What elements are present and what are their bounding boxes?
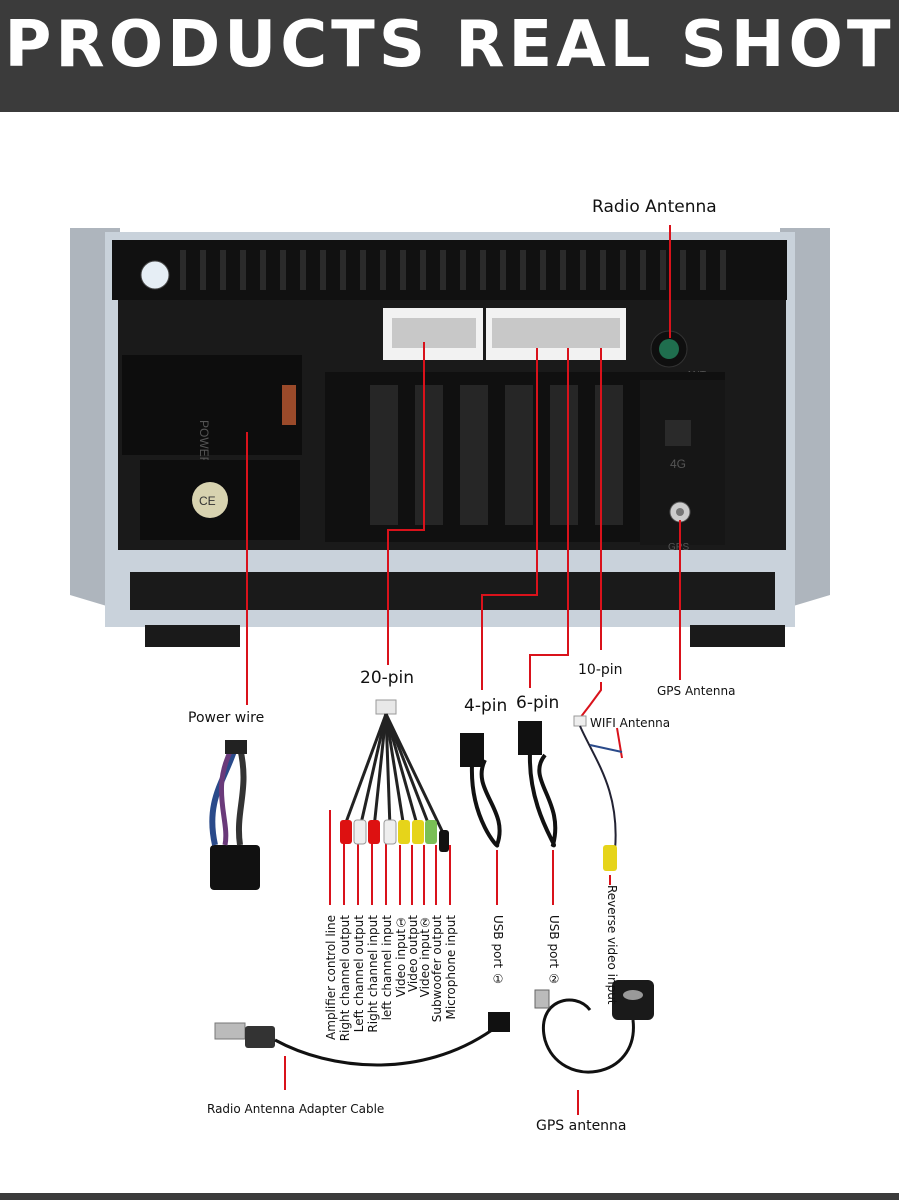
harness-line-label: Left channel output (352, 915, 366, 1033)
leader-lines (246, 225, 681, 1115)
power-wire-harness (209, 740, 260, 890)
footer-bar (0, 1193, 899, 1200)
svg-text:GPS: GPS (668, 542, 689, 553)
gps-antenna-label: GPS antenna (536, 1118, 627, 1134)
header-banner: PRODUCTS REAL SHOT (0, 0, 899, 112)
gps-antenna (534, 980, 654, 1074)
svg-text:POWER: POWER (197, 420, 211, 466)
gps-antenna-port-label: GPS Antenna (657, 684, 736, 698)
harness-line-label: Subwoofer output (430, 915, 444, 1023)
harness-line-label: Right channel input (366, 915, 380, 1033)
svg-text:4G: 4G (670, 457, 686, 471)
pin20-label: 20-pin (360, 668, 415, 688)
pin4-label: 4-pin (464, 696, 508, 716)
ten-pin-cable (573, 715, 623, 871)
usb-port-1-label: USB port ① (491, 915, 505, 986)
harness-line-label: left channel input (380, 915, 394, 1021)
radio-antenna-label: Radio Antenna (592, 197, 717, 217)
wifi-antenna-label: WIFI Antenna (590, 716, 671, 730)
usb-port-2-label: USB port ② (547, 915, 561, 986)
usb-cables (460, 721, 558, 848)
head-unit: POWER CE ANT 4G GPS (70, 228, 830, 647)
harness-line-label: Microphone input (444, 915, 458, 1020)
harness-line-label: Right channel output (338, 915, 352, 1042)
radio-adapter-cable-label: Radio Antenna Adapter Cable (207, 1102, 385, 1116)
svg-text:CE: CE (199, 494, 216, 508)
page-title: PRODUCTS REAL SHOT (4, 8, 895, 82)
twenty-pin-harness (340, 699, 449, 852)
pin10-label: 10-pin (578, 662, 623, 678)
power-wire-label: Power wire (188, 710, 265, 726)
harness-line-label: Amplifier control line (324, 915, 338, 1040)
reverse-video-input-label: Reverse video input (605, 885, 619, 1005)
pin6-label: 6-pin (516, 693, 560, 713)
radio-antenna-adapter (214, 1012, 510, 1067)
